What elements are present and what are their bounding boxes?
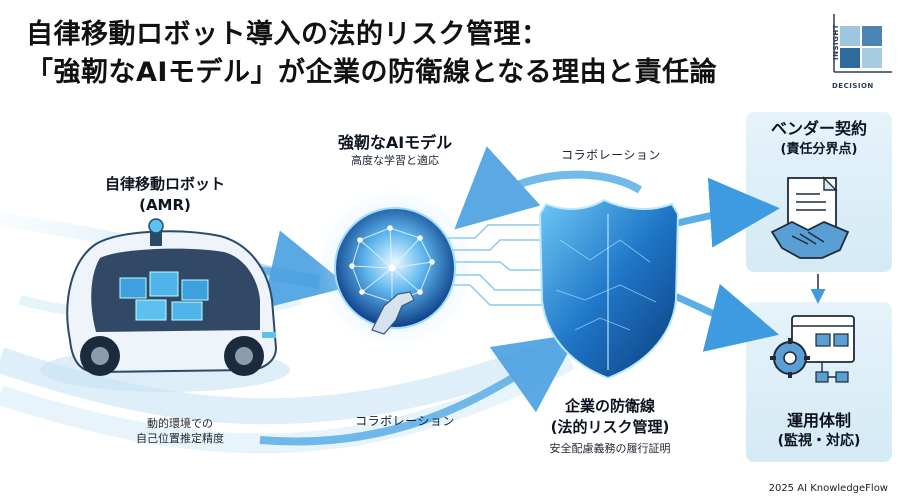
ai-model-title: 強靭なAIモデル	[337, 133, 453, 152]
operation-subtitle: (監視・対応)	[777, 433, 861, 449]
arrow-top-collab	[454, 146, 643, 230]
defense-title: 企業の防衛線	[564, 397, 655, 415]
vendor-label: ベンダー契約 (責任分界点)	[746, 118, 892, 160]
amr-caption-1: 動的環境での	[147, 417, 213, 430]
handshake-contract-icon	[770, 176, 850, 259]
defense-label: 企業の防衛線 (法的リスク管理) 安全配慮義務の履行証明	[520, 396, 700, 456]
insight-decision-logo: INSIGHT DECISION	[822, 12, 894, 96]
title-line-2: 「強靭なAIモデル」が企業の防衛線となる理由と責任論	[26, 57, 718, 88]
collab-label-bottom: コラボレーション	[355, 414, 455, 428]
vendor-subtitle: (責任分界点)	[780, 142, 858, 157]
amr-label: 自律移動ロボット (AMR)	[60, 174, 270, 216]
shield-icon	[538, 198, 680, 380]
collab-label-top: コラボレーション	[561, 148, 661, 162]
ai-model-orb-icon	[315, 188, 475, 348]
operation-label: 運用体制 (監視・対応)	[746, 410, 892, 452]
amr-caption: 動的環境での 自己位置推定精度	[120, 416, 240, 446]
amr-caption-2: 自己位置推定精度	[136, 432, 224, 445]
logo-axis-decision: DECISION	[832, 82, 874, 90]
vendor-title: ベンダー契約	[770, 119, 867, 138]
operation-title: 運用体制	[786, 411, 851, 430]
ai-model-label: 強靭なAIモデル 高度な学習と適応	[320, 132, 470, 168]
arrow-bottom-collab	[259, 333, 579, 446]
title-line-1: 自律移動ロボット導入の法的リスク管理：	[26, 19, 549, 50]
ai-model-subtitle: 高度な学習と適応	[351, 154, 439, 167]
page-title: 自律移動ロボット導入の法的リスク管理： 「強靭なAIモデル」が企業の防衛線となる…	[26, 16, 786, 92]
footer-credit: 2025 AI KnowledgeFlow	[768, 483, 888, 494]
defense-subtitle: (法的リスク管理)	[550, 418, 670, 436]
amr-title: 自律移動ロボット	[104, 175, 225, 193]
logo-icon	[833, 14, 892, 73]
amr-robot-icon	[40, 218, 290, 392]
defense-caption: 安全配慮義務の履行証明	[549, 442, 671, 455]
amr-subtitle: (AMR)	[139, 196, 191, 214]
gear-workflow-icon	[770, 315, 855, 383]
